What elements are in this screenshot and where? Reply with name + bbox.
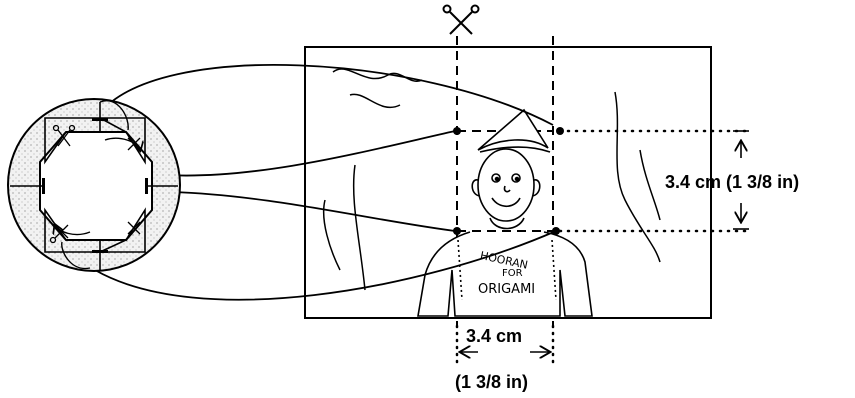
circle-detail bbox=[7, 98, 181, 272]
connector-curves bbox=[94, 64, 557, 301]
width-imperial-label: (1 3/8 in) bbox=[455, 372, 528, 392]
scissors-icon bbox=[442, 4, 480, 35]
arrow-icon bbox=[55, 100, 140, 270]
height-dimension-arrows bbox=[733, 130, 749, 230]
width-metric-label: 3.4 cm bbox=[466, 326, 522, 346]
folded-square bbox=[39, 131, 153, 241]
height-dimension-label: 3.4 cm (1 3/8 in) bbox=[665, 172, 799, 192]
width-dimension-marks bbox=[455, 324, 555, 364]
shirt-text-line2: FOR bbox=[502, 268, 523, 279]
dimension-extension-lines bbox=[558, 129, 750, 233]
background-squiggles bbox=[322, 68, 661, 291]
boy-illustration bbox=[417, 108, 593, 317]
shirt-text-line3: ORIGAMI bbox=[478, 282, 535, 297]
